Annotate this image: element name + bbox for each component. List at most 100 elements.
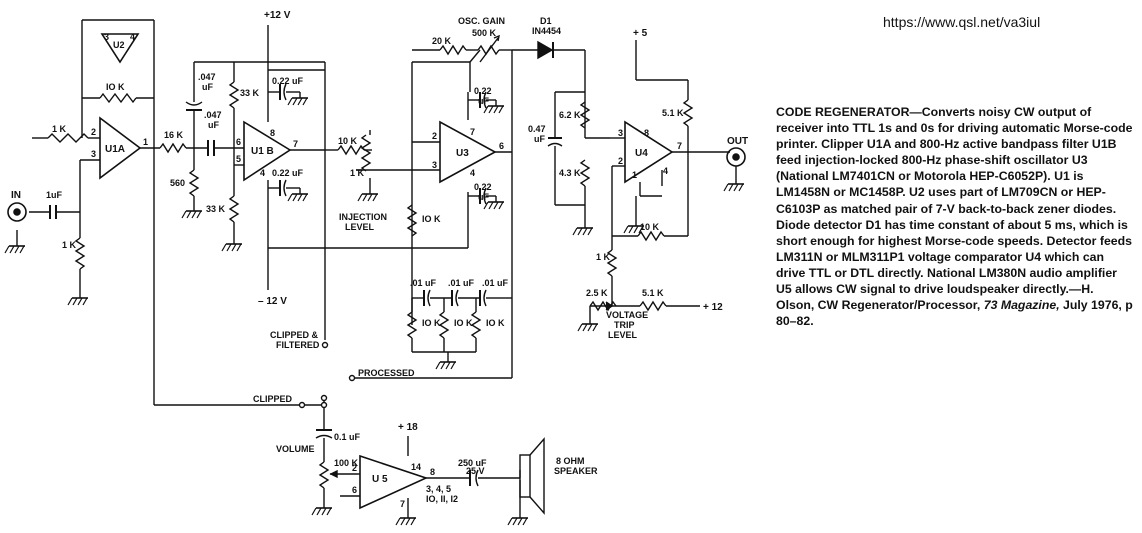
pin-label: 1 xyxy=(143,137,148,147)
source-url: https://www.qsl.net/va3iul xyxy=(883,14,1041,30)
r-1k-ground-value: 1 K xyxy=(62,240,77,250)
in-jack xyxy=(7,202,27,222)
u1b-opamp xyxy=(243,120,292,182)
u2-zener-pair xyxy=(100,33,140,64)
supply-plus12-trip-label: + 12 xyxy=(703,302,723,313)
u3-opamp xyxy=(439,120,497,184)
r-16k-value: 16 K xyxy=(164,130,184,140)
c-01-c-value: .01 uF xyxy=(482,278,509,288)
opamps xyxy=(99,33,674,510)
clipped-contact xyxy=(298,401,306,409)
r-1k-input-value: 1 K xyxy=(52,124,67,134)
r-62k-value: 6.2 K xyxy=(559,110,581,120)
r-20k-value: 20 K xyxy=(432,36,452,46)
pin-label: 6 xyxy=(499,141,504,151)
u4-label: U4 xyxy=(635,148,648,159)
c-01-a-value: .01 uF xyxy=(410,278,437,288)
pin-label: 2 xyxy=(352,463,357,473)
r-51k-trip-value: 5.1 K xyxy=(642,288,664,298)
switch-common xyxy=(320,401,328,409)
caption-text: —Converts noisy CW output of receiver in… xyxy=(776,105,1133,313)
selector-switch xyxy=(298,341,356,409)
supply-plus5-label: + 5 xyxy=(633,28,648,39)
c-022-u3-bottom-unit: uF xyxy=(478,192,489,202)
pin-label: IO, II, I2 xyxy=(426,494,458,504)
pin-label: 3, 4, 5 xyxy=(426,484,451,494)
u1b-label: U1 B xyxy=(251,146,274,157)
r-10k-u4-value: 10 K xyxy=(640,222,660,232)
pin-label: 8 xyxy=(644,128,649,138)
r-560-value: 560 xyxy=(170,178,185,188)
u5-amplifier xyxy=(359,454,429,510)
c-01uf-value: 0.1 uF xyxy=(334,432,361,442)
pin-label: 7 xyxy=(293,139,298,149)
supply-plus12v-label: +12 V xyxy=(264,10,291,21)
r-10k-c-value: IO K xyxy=(486,318,505,328)
d1-part-label: IN4454 xyxy=(532,26,561,36)
labels: +12 V – 12 V + 5 + 18 + 12 U1A U1 B U3 U… xyxy=(11,10,748,485)
pin-label: 3 xyxy=(104,32,109,42)
u4-opamp xyxy=(624,120,674,184)
c-022-u3-top-unit: uF xyxy=(478,96,489,106)
pin-label: 1 xyxy=(632,170,637,180)
pin-label: 2 xyxy=(432,131,437,141)
phase-shift-network xyxy=(406,289,512,356)
u3-label: U3 xyxy=(456,148,469,159)
c-047-series-unit: uF xyxy=(208,120,219,130)
pin-label: 4 xyxy=(470,168,475,178)
osc-gain-label: OSC. GAIN xyxy=(458,16,505,26)
caption: CODE REGENERATOR—Converts noisy CW outpu… xyxy=(776,104,1134,329)
processed-contact xyxy=(348,374,356,382)
pin-label: 6 xyxy=(352,485,357,495)
out-label: OUT xyxy=(727,136,748,147)
voltage-trip-label-2: TRIP xyxy=(614,320,635,330)
r-51k-value: 5.1 K xyxy=(662,108,684,118)
processed-label: PROCESSED xyxy=(358,368,415,378)
c-047-series-value: .047 xyxy=(204,110,222,120)
wires xyxy=(16,19,737,515)
pin-label: 7 xyxy=(677,141,682,151)
pin-label: 4 xyxy=(663,166,668,176)
clipped-filtered-label-1: CLIPPED & xyxy=(270,330,319,340)
voltage-trip-label-3: LEVEL xyxy=(608,330,638,340)
caption-tail: July 1976, p 80–82. xyxy=(776,298,1133,329)
caption-magazine: 73 Magazine, xyxy=(983,298,1060,313)
pin-label: 2 xyxy=(91,127,96,137)
injection-level-label-2: LEVEL xyxy=(345,222,375,232)
r-10k-b-value: IO K xyxy=(454,318,473,328)
pin-label: 7 xyxy=(400,499,405,509)
c-047-top-unit: uF xyxy=(202,82,213,92)
pin-label: 2 xyxy=(618,156,623,166)
r-10k-a-value: IO K xyxy=(422,318,441,328)
pin-label: 8 xyxy=(270,128,275,138)
u1a-opamp xyxy=(99,116,142,180)
speaker-label-2: SPEAKER xyxy=(554,466,598,476)
u5-label: U 5 xyxy=(372,474,388,485)
supply-plus18-label: + 18 xyxy=(398,422,418,433)
injection-level-label-1: INJECTION xyxy=(339,212,387,222)
voltage-trip-label-1: VOLTAGE xyxy=(606,310,648,320)
c-047-detector-unit: uF xyxy=(534,134,545,144)
in-label: IN xyxy=(11,190,21,201)
pot-100k-value: 100 K xyxy=(334,458,359,468)
pin-label: 3 xyxy=(432,160,437,170)
d1-label: D1 xyxy=(540,16,552,26)
pin-label: 14 xyxy=(411,462,421,472)
pot-1k-value: 1 K xyxy=(350,168,365,178)
c-250uf-value: 250 uF xyxy=(458,458,487,468)
pin-label: 8 xyxy=(430,467,435,477)
pin-label: 4 xyxy=(130,32,135,42)
pin-label: 6 xyxy=(236,137,241,147)
pin-label: 7 xyxy=(470,127,475,137)
pin-label: 3 xyxy=(91,149,96,159)
c-022-u3-top-value: 0.22 xyxy=(474,86,492,96)
speaker-label-1: 8 OHM xyxy=(556,456,585,466)
clipped-filtered-label-2: FILTERED xyxy=(276,340,320,350)
component-values: 1 K 1uF 1 K IO K 16 K .047 uF .047 uF 33… xyxy=(46,36,684,476)
r-33k-bottom-value: 33 K xyxy=(206,204,226,214)
c-1uf-input-value: 1uF xyxy=(46,190,63,200)
out-jack xyxy=(726,147,746,167)
clipped-filtered-contact xyxy=(321,341,329,349)
caption-title: CODE REGENERATOR xyxy=(776,105,910,119)
